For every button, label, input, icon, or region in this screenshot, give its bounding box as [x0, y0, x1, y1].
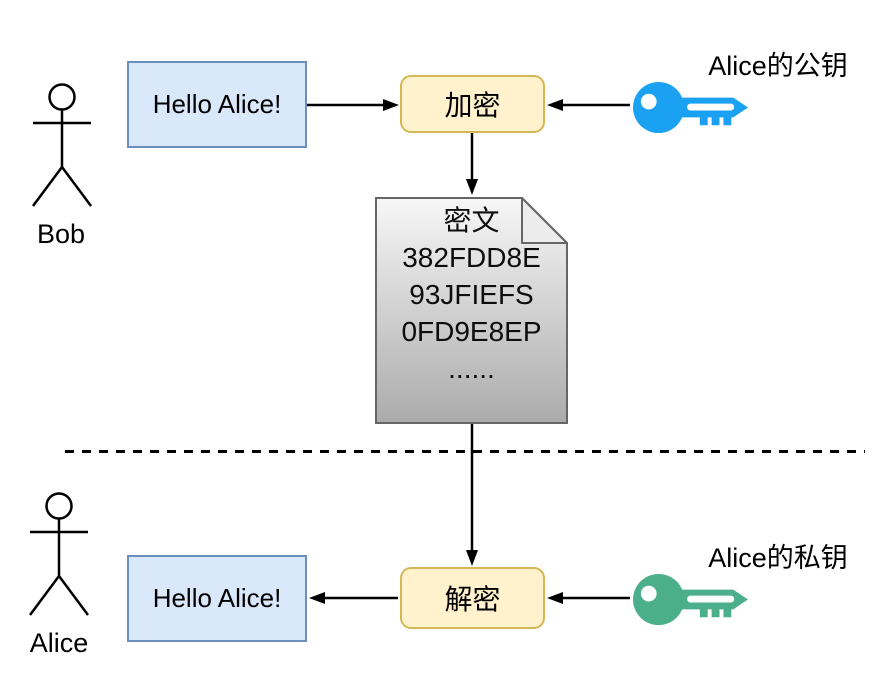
arrow-publickey-to-encrypt: [547, 99, 630, 111]
arrow-encrypt-to-cipher: [466, 133, 478, 195]
bob-label: Bob: [36, 219, 86, 249]
ciphertext-line: 93JFIEFS: [409, 279, 534, 310]
arrow-decrypt-to-plaintext: [309, 592, 398, 604]
arrow-plaintext-to-encrypt: [307, 99, 399, 111]
public-key-icon: [633, 81, 748, 134]
public-key-label: Alice的公钥: [708, 51, 848, 81]
alice-label: Alice: [29, 628, 89, 658]
ciphertext-note-shape: [375, 197, 568, 424]
ciphertext-line: 0FD9E8EP: [401, 316, 542, 347]
decrypt-box: 解密: [400, 567, 545, 629]
plaintext-box-bottom: Hello Alice!: [127, 555, 307, 642]
ciphertext-title: 密文: [443, 205, 500, 236]
decrypt-text: 解密: [444, 584, 501, 615]
alice-actor-icon: [28, 492, 90, 616]
private-key-icon: [633, 573, 748, 626]
encrypt-text: 加密: [444, 90, 501, 121]
private-key-label: Alice的私钥: [708, 543, 848, 573]
network-separator-dashed-line: [65, 450, 865, 453]
ciphertext-ellipsis: ......: [448, 353, 495, 384]
encrypt-box: 加密: [400, 75, 545, 133]
ciphertext-note-text: 密文 382FDD8E 93JFIEFS 0FD9E8EP ......: [375, 202, 568, 387]
plaintext-box-top: Hello Alice!: [127, 61, 307, 148]
plaintext-text-top: Hello Alice!: [152, 89, 282, 119]
arrow-cipher-to-decrypt: [466, 424, 478, 566]
bob-actor-icon: [31, 83, 93, 207]
arrow-privatekey-to-decrypt: [547, 592, 630, 604]
ciphertext-line: 382FDD8E: [402, 242, 541, 273]
plaintext-text-bottom: Hello Alice!: [152, 583, 282, 613]
